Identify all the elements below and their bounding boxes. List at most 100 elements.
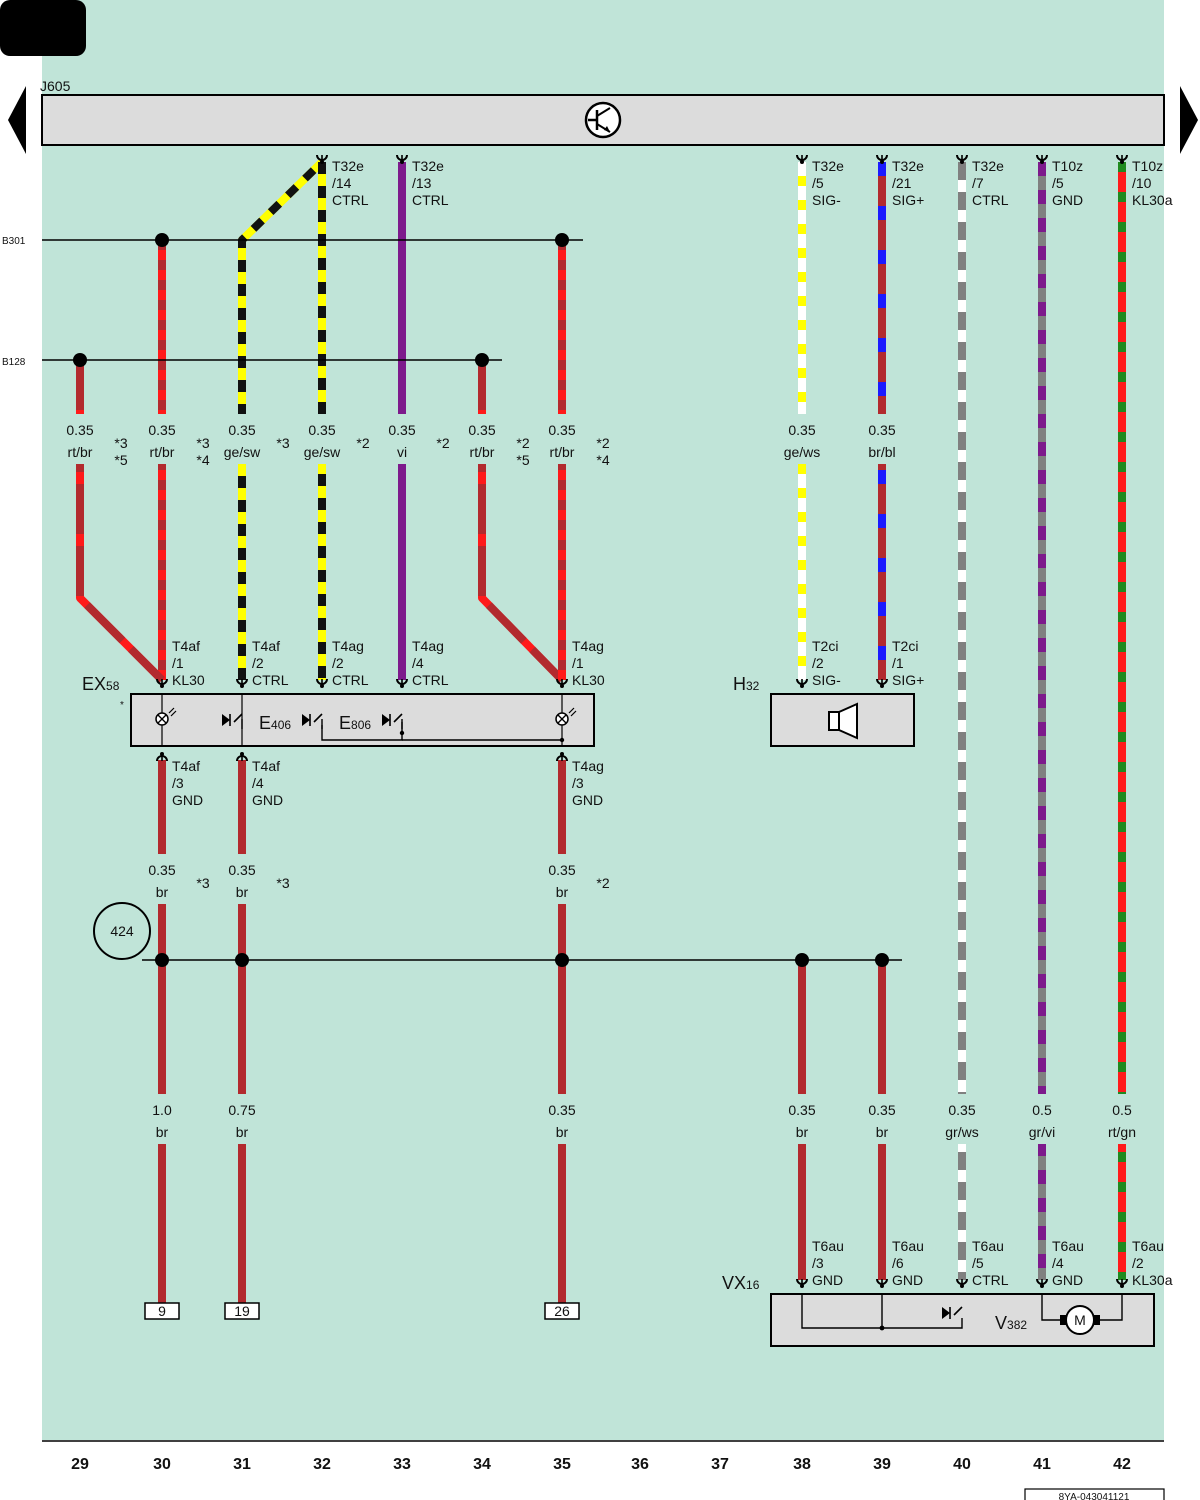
wire-label-note: *3 — [276, 875, 289, 891]
lamp-icon — [555, 707, 577, 726]
page-tab[interactable] — [0, 0, 86, 56]
illuminated-switch-icon — [302, 713, 323, 729]
column-number: 31 — [233, 1456, 251, 1473]
connector-ref-box[interactable] — [544, 1302, 580, 1320]
wire-label-note: *2*5 — [516, 435, 529, 468]
connector-ref-box[interactable] — [224, 1302, 260, 1320]
column-number: 41 — [1033, 1456, 1051, 1473]
wire-label-note: *3*5 — [114, 435, 127, 468]
document-code: 8YA-043041121 — [1059, 1492, 1130, 1500]
column-number: 35 — [553, 1456, 571, 1473]
connector-ref: 26 — [554, 1303, 570, 1319]
bus-b301-label: B301 — [2, 236, 26, 247]
junction-dot — [475, 353, 489, 367]
ground-point-circle — [93, 902, 151, 960]
junction-dot — [155, 953, 169, 967]
illuminated-switch-icon — [382, 713, 403, 729]
illuminated-switch-icon — [942, 1306, 963, 1319]
column-number: 39 — [873, 1456, 891, 1473]
wire-label-note: *3 — [276, 435, 289, 451]
column-number: 37 — [711, 1456, 729, 1473]
junction-dot — [555, 953, 569, 967]
lamp-icon — [155, 707, 177, 726]
module-ex58 — [130, 693, 595, 747]
column-number: 42 — [1113, 1456, 1131, 1473]
connector-ref: 19 — [234, 1303, 250, 1319]
control-unit-label: J605 — [40, 78, 71, 94]
module-ex58-footnote: * — [120, 700, 124, 711]
next-page-arrow-icon[interactable] — [1180, 86, 1198, 154]
junction-dot — [73, 353, 87, 367]
column-number: 29 — [71, 1456, 89, 1473]
switch-e406-label: E406 — [259, 713, 291, 733]
illuminated-switch-icon — [222, 713, 243, 729]
previous-page-arrow-icon[interactable] — [8, 86, 26, 154]
module-ex58-label: EX58 — [82, 674, 120, 694]
junction-dot — [555, 233, 569, 247]
junction-dot — [875, 953, 889, 967]
module-vx16-label: VX16 — [722, 1273, 760, 1293]
bus-b128-label: B128 — [2, 357, 26, 368]
column-number: 34 — [473, 1456, 491, 1473]
motor-v382-label: V382 — [995, 1313, 1027, 1333]
column-number: 30 — [153, 1456, 171, 1473]
wire-label-note: *2 — [596, 875, 609, 891]
wire-label-note: *2 — [436, 435, 449, 451]
motor-icon: M — [1060, 1305, 1100, 1335]
column-number: 38 — [793, 1456, 811, 1473]
connector-ref-box[interactable] — [144, 1302, 180, 1320]
vx16-motor-wire — [1041, 1294, 1060, 1321]
svg-text:M: M — [1074, 1312, 1086, 1328]
switch-e806-label: E806 — [339, 713, 371, 733]
wire-label-note: *2*4 — [596, 435, 609, 468]
column-number: 36 — [631, 1456, 649, 1473]
wire-label-note: *3*4 — [196, 435, 209, 468]
column-number: 32 — [313, 1456, 331, 1473]
column-number: 33 — [393, 1456, 411, 1473]
component-h32-label: H32 — [733, 674, 760, 694]
junction-dot — [235, 953, 249, 967]
transistor-icon — [584, 101, 622, 139]
connector-ref: 9 — [158, 1303, 166, 1319]
junction-dot — [155, 233, 169, 247]
